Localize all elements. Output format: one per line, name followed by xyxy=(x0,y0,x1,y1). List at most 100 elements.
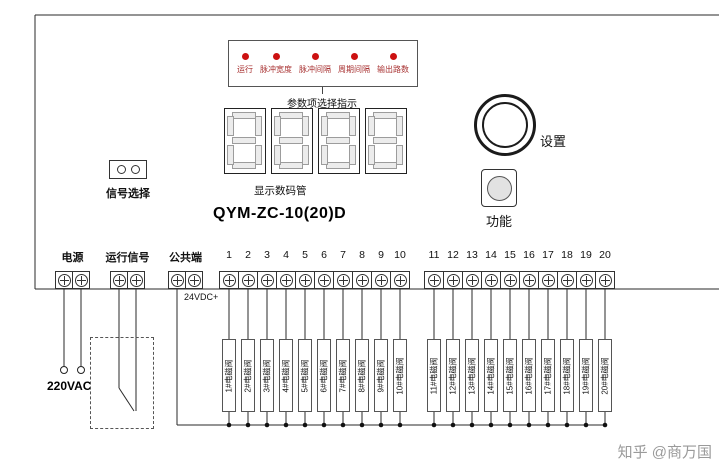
valve-wire-label: 3#电磁阀 xyxy=(260,339,274,412)
valve-wire-label: 4#电磁阀 xyxy=(279,339,293,412)
screw-terminal xyxy=(500,271,520,289)
terminal-group-label: 电源 xyxy=(61,252,84,264)
terminal-number: 8 xyxy=(359,249,365,261)
screw-terminal xyxy=(333,271,353,289)
segment xyxy=(396,116,403,136)
valve-label-text: 3#电磁阀 xyxy=(262,359,272,392)
terminal-group-label: 运行信号 xyxy=(105,252,150,264)
screw-terminal xyxy=(390,271,410,289)
settings-knob-label: 设置 xyxy=(540,134,567,149)
screw-head-icon xyxy=(279,274,293,287)
indicator: 脉冲间隔 xyxy=(299,52,331,75)
screw-head-icon xyxy=(241,274,255,287)
segment xyxy=(227,116,234,136)
signal-selector xyxy=(109,160,147,179)
valve-label-text: 20#电磁阀 xyxy=(600,356,610,395)
watermark: 知乎 @商万国 xyxy=(617,444,712,461)
screw-terminal xyxy=(538,271,558,289)
external-run-contact-box xyxy=(90,337,154,429)
screw-terminal xyxy=(519,271,539,289)
segment xyxy=(373,112,397,119)
terminal-number: 11 xyxy=(428,249,440,261)
screw-terminal xyxy=(481,271,501,289)
screw-head-icon xyxy=(187,274,201,287)
screw-terminal xyxy=(462,271,482,289)
function-button xyxy=(481,169,517,207)
segment xyxy=(349,116,356,136)
valve-wire-label: 2#电磁阀 xyxy=(241,339,255,412)
screw-terminal xyxy=(110,271,128,289)
valve-label-text: 4#电磁阀 xyxy=(281,359,291,392)
terminal-number: 3 xyxy=(264,249,270,261)
screw-terminal xyxy=(557,271,577,289)
led-dot-icon xyxy=(350,52,358,60)
screw-terminal xyxy=(276,271,296,289)
terminal-group-label: 公共端 xyxy=(169,252,202,264)
valve-wire-label: 17#电磁阀 xyxy=(541,339,555,412)
screw-terminal xyxy=(55,271,73,289)
segment xyxy=(274,145,281,165)
screw-head-icon xyxy=(222,274,236,287)
screw-terminal xyxy=(314,271,334,289)
knob-inner-ring xyxy=(482,102,528,148)
segment xyxy=(227,145,234,165)
selector-pin-icon xyxy=(116,165,126,174)
led-dot-icon xyxy=(311,52,319,60)
screw-head-icon xyxy=(170,274,184,287)
screw-head-icon xyxy=(579,274,593,287)
screw-terminal xyxy=(371,271,391,289)
segment xyxy=(368,145,375,165)
indicator-panel: 运行脉冲宽度脉冲间隔周期间隔输出路数 xyxy=(228,40,418,87)
function-button-label: 功能 xyxy=(486,214,513,229)
valve-label-text: 9#电磁阀 xyxy=(376,359,386,392)
valve-label-text: 1#电磁阀 xyxy=(224,359,234,392)
valve-label-text: 6#电磁阀 xyxy=(319,359,329,392)
terminal-number: 17 xyxy=(542,249,554,261)
valve-wire-label: 12#电磁阀 xyxy=(446,339,460,412)
segment xyxy=(255,116,262,136)
screw-terminal xyxy=(168,271,186,289)
panel-pointer-line xyxy=(322,87,323,94)
signal-selector-label: 信号选择 xyxy=(106,188,150,200)
segment xyxy=(232,137,256,144)
screw-head-icon xyxy=(74,274,88,287)
valve-wire-label: 11#电磁阀 xyxy=(427,339,441,412)
segment xyxy=(396,145,403,165)
segment xyxy=(321,145,328,165)
valve-label-text: 11#电磁阀 xyxy=(429,357,439,394)
screw-head-icon xyxy=(393,274,407,287)
terminal-number: 7 xyxy=(340,249,346,261)
valve-label-text: 15#电磁阀 xyxy=(505,356,515,395)
valve-wire-label: 8#电磁阀 xyxy=(355,339,369,412)
screw-head-icon xyxy=(57,274,71,287)
valve-label-text: 18#电磁阀 xyxy=(562,356,572,395)
valve-label-text: 19#电磁阀 xyxy=(581,356,591,395)
terminal-number: 6 xyxy=(321,249,327,261)
led-dot-icon xyxy=(241,52,249,60)
segment xyxy=(326,112,350,119)
indicator: 运行 xyxy=(237,52,253,75)
indicator-label: 运行 xyxy=(237,64,253,74)
screw-head-icon xyxy=(522,274,536,287)
valve-label-text: 12#电磁阀 xyxy=(448,356,458,395)
segment xyxy=(279,137,303,144)
screw-head-icon xyxy=(129,274,143,287)
terminal-number: 9 xyxy=(378,249,384,261)
screw-head-icon xyxy=(260,274,274,287)
indicator-label: 脉冲宽度 xyxy=(260,64,292,74)
screw-head-icon xyxy=(465,274,479,287)
led-dot-icon xyxy=(272,52,280,60)
valve-wire-label: 6#电磁阀 xyxy=(317,339,331,412)
segment xyxy=(302,145,309,165)
terminal-number: 18 xyxy=(561,249,573,261)
indicator: 输出路数 xyxy=(377,52,409,75)
terminal-number: 4 xyxy=(283,249,289,261)
terminal-number: 19 xyxy=(580,249,592,261)
screw-terminal xyxy=(127,271,145,289)
segment xyxy=(326,137,350,144)
screw-terminal xyxy=(352,271,372,289)
terminal-number: 16 xyxy=(523,249,535,261)
indicator-label: 输出路数 xyxy=(377,64,409,74)
screw-terminal xyxy=(576,271,596,289)
terminal-number: 20 xyxy=(599,249,611,261)
